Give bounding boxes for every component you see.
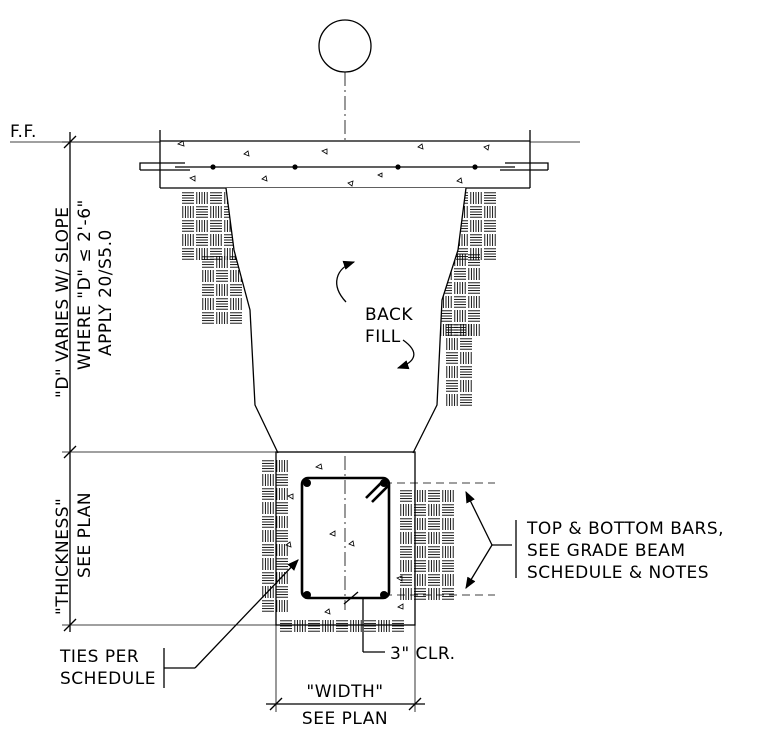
where-d-label: WHERE "D" ≤ 2'-6" bbox=[75, 199, 95, 370]
concrete-aggregate bbox=[177, 140, 490, 615]
backfill-trench bbox=[225, 187, 467, 454]
apply-label: APPLY 20/S5.0 bbox=[96, 229, 116, 356]
clear-cover-label: 3" CLR. bbox=[390, 644, 456, 664]
floor-slab bbox=[139, 130, 549, 189]
stirrup-tie bbox=[300, 476, 391, 600]
back-label: BACK bbox=[365, 305, 413, 325]
ff-label: F.F. bbox=[10, 122, 37, 142]
fill-label: FILL bbox=[365, 327, 401, 347]
grade-beam bbox=[275, 451, 416, 626]
width-dimension bbox=[266, 625, 425, 712]
d-varies-label: "D" VARIES W/ SLOPE bbox=[53, 206, 73, 398]
bars-leader bbox=[384, 482, 517, 596]
ties-note-line-2: SCHEDULE bbox=[60, 669, 156, 689]
clear-cover-dimension bbox=[343, 591, 385, 653]
left-dimensions bbox=[62, 132, 276, 632]
rebar-top-left bbox=[303, 479, 311, 487]
width-see-plan-label: SEE PLAN bbox=[302, 709, 388, 729]
ties-leader bbox=[163, 559, 299, 688]
bars-note-line-3: SCHEDULE & NOTES bbox=[527, 563, 709, 583]
section-bubble bbox=[318, 19, 372, 73]
rebar-bottom-left bbox=[303, 591, 311, 599]
bars-note-line-1: TOP & BOTTOM BARS, bbox=[526, 519, 724, 539]
width-label: "WIDTH" bbox=[306, 682, 383, 702]
ties-note-line-1: TIES PER bbox=[59, 647, 139, 667]
backfill-arrows bbox=[336, 260, 415, 370]
thickness-see-plan-label: SEE PLAN bbox=[75, 492, 95, 578]
thickness-label: "THICKNESS" bbox=[53, 498, 73, 615]
bars-note-line-2: SEE GRADE BEAM bbox=[527, 541, 686, 561]
